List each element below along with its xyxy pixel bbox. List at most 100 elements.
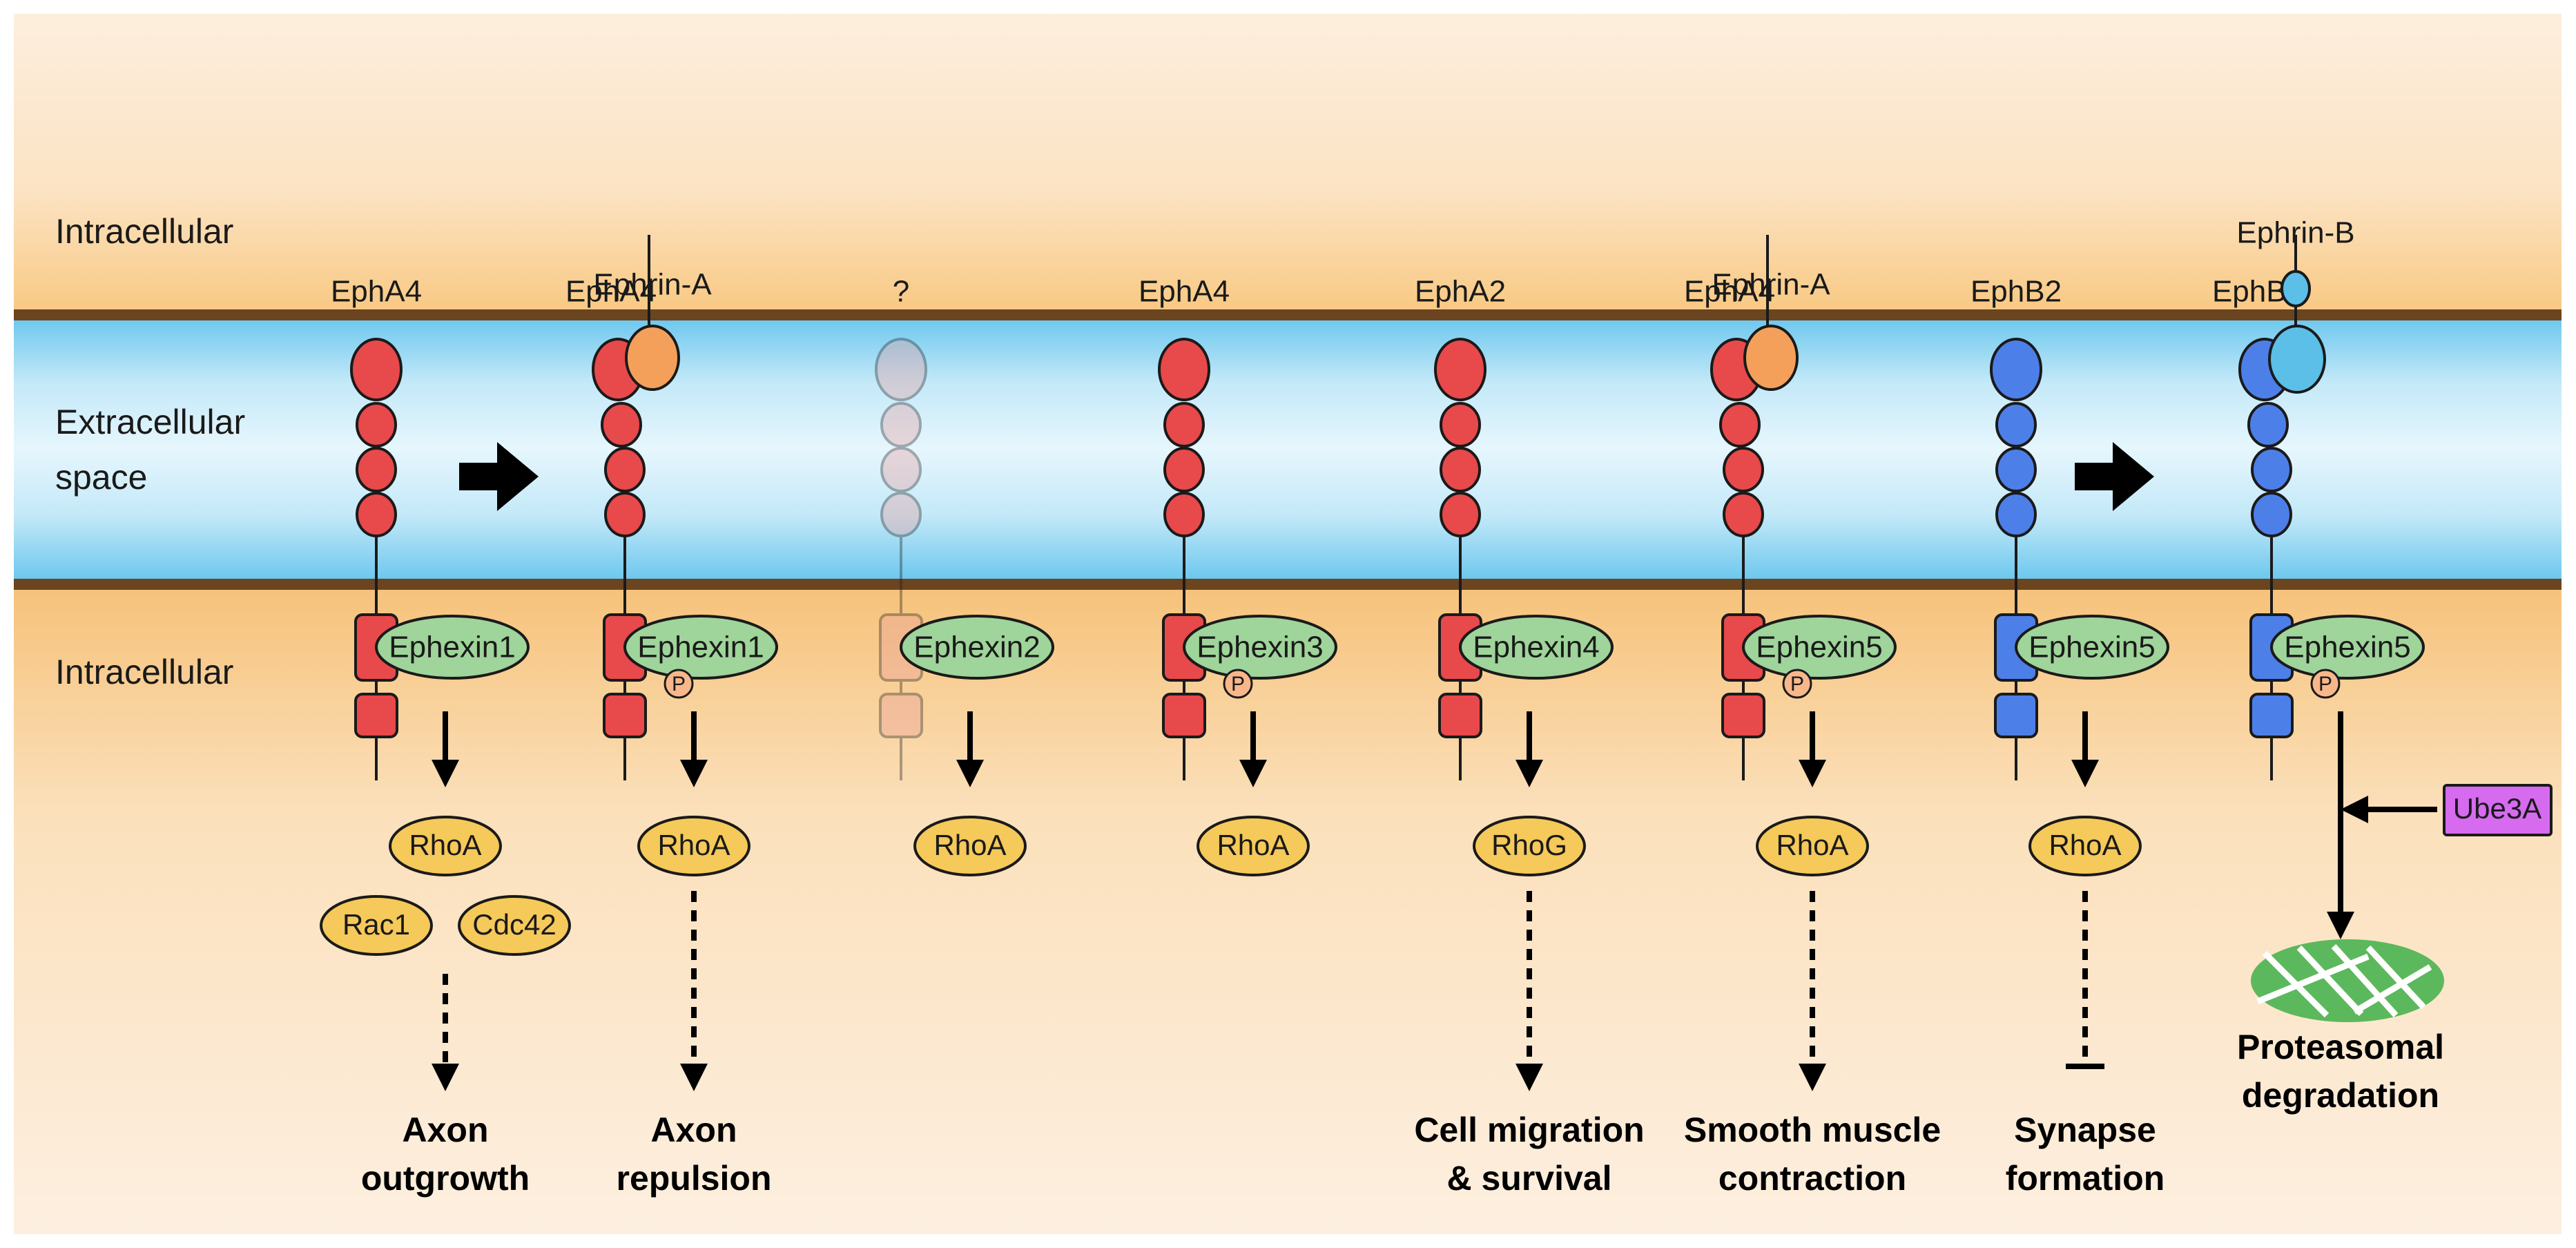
region-label-extracellular-1: Extracellular xyxy=(55,403,245,441)
membrane-line-top xyxy=(14,309,2562,320)
ephexin: Ephexin1 xyxy=(623,615,778,680)
fibronectin-domain xyxy=(880,402,922,448)
outcome-line-2: & survival xyxy=(1446,1159,1611,1198)
receptor-label: EphA2 xyxy=(1415,275,1506,309)
ephrin-b-domain xyxy=(2268,325,2326,394)
ephexin-label: Ephexin4 xyxy=(1473,631,1599,664)
phospho-icon xyxy=(1782,669,1812,699)
outcome-line-2: outgrowth xyxy=(361,1159,530,1198)
ephexin-shape xyxy=(623,615,778,680)
ube3a-label: Ube3A xyxy=(2453,792,2541,825)
ephexin-shape xyxy=(1742,615,1897,680)
sam-domain xyxy=(879,693,923,738)
fibronectin-domain xyxy=(1440,492,1481,537)
receptor-label: EphA4 xyxy=(331,275,422,309)
ephexin: Ephexin5 xyxy=(2015,615,2169,680)
region-label-intracellular-top: Intracellular xyxy=(55,212,233,251)
ephrin-a-domain xyxy=(1743,325,1799,391)
sam-domain xyxy=(2249,693,2294,738)
extracellular-region xyxy=(14,318,2562,580)
gtpase-label: Rac1 xyxy=(342,908,410,941)
gtpase-label: Cdc42 xyxy=(472,908,556,941)
receptor-label: EphA4 xyxy=(1139,275,1230,309)
proteasome-stripe xyxy=(2331,943,2399,1018)
ephexin-label: Ephexin2 xyxy=(913,631,1040,664)
fibronectin-domain xyxy=(1163,447,1205,492)
fibronectin-domain xyxy=(2247,402,2289,448)
sam-domain xyxy=(354,693,398,738)
ligand-binding-domain xyxy=(875,338,927,401)
fibronectin-domain xyxy=(356,492,397,537)
fibronectin-domain xyxy=(1723,492,1764,537)
fibronectin-domain xyxy=(1995,492,2037,537)
sam-domain xyxy=(1162,693,1206,738)
ephrin-b-small-domain xyxy=(2280,270,2311,307)
ligand-binding-domain xyxy=(1990,338,2042,401)
receptor-label: EphA4 xyxy=(1684,275,1775,309)
fibronectin-domain xyxy=(356,402,397,448)
phospho-label: P xyxy=(1231,673,1245,695)
outcome-line-2: repulsion xyxy=(616,1159,771,1198)
fibronectin-domain xyxy=(880,447,922,492)
membrane-line-bottom xyxy=(14,579,2562,590)
outcome-line-2: formation xyxy=(2006,1159,2165,1198)
fibronectin-domain xyxy=(880,492,922,537)
gtpase-label: RhoA xyxy=(2049,829,2121,861)
proteasome-stripe xyxy=(2352,964,2432,1015)
proteasome-body xyxy=(2251,939,2444,1022)
outcome-line-1: Synapse xyxy=(2014,1111,2156,1149)
ephexin-label: Ephexin1 xyxy=(389,631,515,664)
ligand-binding-domain xyxy=(350,338,403,401)
receptor-label: EphA4 xyxy=(565,275,657,309)
activation-arrow-2 xyxy=(2075,442,2154,511)
fibronectin-domain xyxy=(1723,447,1764,492)
fibronectin-domain xyxy=(2251,492,2292,537)
gtpase-label: RhoA xyxy=(409,829,481,861)
gtpase-rhoa xyxy=(637,816,750,876)
phospho-icon xyxy=(1223,669,1253,699)
fibronectin-domain xyxy=(604,492,646,537)
sam-domain xyxy=(1438,693,1482,738)
ephexin: Ephexin5 xyxy=(1742,615,1897,680)
ephexin-label: Ephexin5 xyxy=(2284,631,2410,664)
outcome-line-1: Axon xyxy=(403,1111,489,1149)
gtpase-label: RhoA xyxy=(1217,829,1289,861)
region-label-extracellular-2: space xyxy=(55,458,147,497)
fibronectin-domain xyxy=(1995,402,2037,448)
ephexin-shape xyxy=(1459,615,1614,680)
proteasome-icon xyxy=(2251,939,2444,1022)
gtpase-label: RhoA xyxy=(933,829,1006,861)
ephexin: Ephexin1 xyxy=(375,615,530,680)
gtpase-rhoa xyxy=(913,816,1027,876)
fibronectin-domain xyxy=(1440,402,1481,448)
fibronectin-domain xyxy=(2251,447,2292,492)
ephexin-label: Ephexin5 xyxy=(2028,631,2155,664)
gtpase-rhoa xyxy=(389,816,502,876)
sam-domain xyxy=(603,693,647,738)
ephexin-shape xyxy=(375,615,530,680)
phospho-icon xyxy=(664,669,694,699)
ligand-binding-domain xyxy=(1434,338,1486,401)
ephrin-a-domain xyxy=(625,325,680,391)
region-label-intracellular-bottom: Intracellular xyxy=(55,653,233,691)
gtpase-label: RhoA xyxy=(657,829,730,861)
ube3a-box xyxy=(2443,784,2553,836)
gtpase-rhog xyxy=(1473,816,1586,876)
outcome-line-1: Smooth muscle xyxy=(1684,1111,1941,1149)
gtpase-label: RhoA xyxy=(1776,829,1848,861)
ephexin: Ephexin5 xyxy=(2270,615,2425,680)
fibronectin-domain xyxy=(1163,402,1205,448)
fibronectin-domain xyxy=(601,402,642,448)
outcome-line-1: Cell migration xyxy=(1414,1111,1644,1149)
proteasome-stripe xyxy=(2365,945,2426,1010)
intracellular-bottom-region xyxy=(14,587,2562,1234)
fibronectin-domain xyxy=(1440,447,1481,492)
gtpase-rac1 xyxy=(320,895,433,956)
fibronectin-domain xyxy=(356,447,397,492)
gtpase-rhoa xyxy=(2028,816,2142,876)
receptor-column-8: EphB2Ephrin-BEphexin5PProteasomaldegrada… xyxy=(2212,216,2553,1115)
